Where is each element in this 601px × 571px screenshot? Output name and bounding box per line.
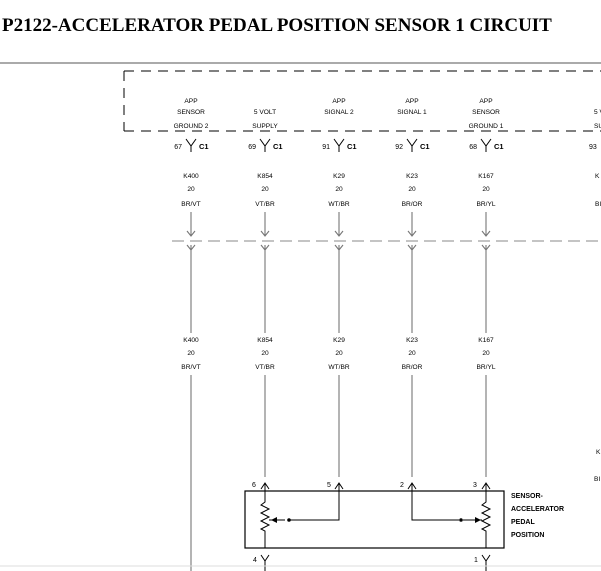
- connector-fork-icon: [185, 138, 197, 152]
- pin-label-line: SUPPLY: [252, 123, 278, 130]
- wire-gauge: 20: [408, 350, 416, 357]
- terminal-arrow-icon: [407, 482, 417, 491]
- circuit-id: K29: [333, 173, 345, 180]
- cavity-number: 4: [253, 557, 257, 564]
- connector-name: C1: [420, 142, 430, 151]
- wire-color: VT/BR: [255, 201, 275, 208]
- wire-gauge: 20: [335, 350, 343, 357]
- module-outline: [123, 70, 601, 132]
- pin-label-line: APP: [332, 98, 346, 105]
- wire-color: VT/BR: [255, 364, 275, 371]
- wire-color: BR/VT: [181, 201, 200, 208]
- connector-fork-icon: [259, 138, 271, 152]
- wire-column: APP SENSOR GROUND 2 67 C1 K400 20 BR/VT …: [174, 98, 209, 571]
- circuit-id: K167: [478, 337, 494, 344]
- connector-fork-icon: [406, 138, 418, 152]
- cutoff-label-line: SU: [594, 123, 601, 130]
- sensor-label-line: SENSOR-: [511, 493, 544, 500]
- circuit-id: K23: [406, 173, 418, 180]
- circuit-id: K400: [183, 337, 199, 344]
- cavity-number: 68: [469, 144, 477, 151]
- circuit-id: K: [595, 173, 600, 180]
- sensor-label-line: POSITION: [511, 532, 544, 539]
- pin-label-line: GROUND 2: [174, 123, 209, 130]
- circuit-id: K854: [257, 173, 273, 180]
- circuit-id: K167: [478, 173, 494, 180]
- pin-label-line: APP: [479, 98, 493, 105]
- cutoff-wire-color: BI: [594, 476, 600, 483]
- cavity-number: 5: [327, 482, 331, 489]
- connector-fork-icon: [333, 138, 345, 152]
- cutoff-label-line: 5 V: [594, 109, 601, 116]
- cavity-number: 67: [174, 144, 182, 151]
- terminal-arrow-icon: [481, 482, 491, 491]
- wire-color: BR/YL: [476, 364, 495, 371]
- cavity-number: 1: [474, 557, 478, 564]
- wire-gauge: 20: [261, 350, 269, 357]
- pin-label-line: APP: [184, 98, 198, 105]
- pin-label-line: SENSOR: [177, 109, 205, 116]
- wire-column: APP SENSOR GROUND 1 68 C1 K167 20 BR/YL …: [469, 98, 504, 477]
- wire-gauge: 20: [335, 186, 343, 193]
- circuit-id: K29: [333, 337, 345, 344]
- wire-gauge: 20: [187, 350, 195, 357]
- wire-color: BI: [595, 201, 601, 208]
- wire-column: APP SIGNAL 2 91 C1 K29 20 WT/BR K29 20 W…: [322, 98, 357, 477]
- connector-name: C1: [273, 142, 283, 151]
- sensor-label-line: PEDAL: [511, 519, 535, 526]
- cavity-number: 92: [395, 144, 403, 151]
- wire-color: WT/BR: [328, 364, 349, 371]
- wire-color: BR/YL: [476, 201, 495, 208]
- wire-color: WT/BR: [328, 201, 349, 208]
- connector-name: C1: [199, 142, 209, 151]
- pin-label-line: APP: [405, 98, 419, 105]
- pin-label-line: SIGNAL 1: [397, 109, 427, 116]
- connector-fork-icon: [260, 554, 270, 571]
- sensor-top-terminals: 6 5 2 3: [252, 482, 491, 491]
- terminal-arrow-icon: [334, 482, 344, 491]
- connector-fork-icon: [481, 554, 491, 571]
- cavity-number: 6: [252, 482, 256, 489]
- page-title: P2122-ACCELERATOR PEDAL POSITION SENSOR …: [2, 15, 552, 36]
- sensor-bottom-terminals: 4 1: [253, 554, 491, 571]
- pin-label-line: SIGNAL 2: [324, 109, 354, 116]
- pin-label-line: 5 VOLT: [254, 109, 276, 116]
- pin-label-line: SENSOR: [472, 109, 500, 116]
- wire-gauge: 20: [482, 186, 490, 193]
- wire-column: 5 VOLT SUPPLY 69 C1 K854 20 VT/BR K854 2…: [248, 109, 283, 477]
- cutoff-circuit-id: K: [596, 449, 601, 456]
- wire-gauge: 20: [187, 186, 195, 193]
- sensor-label-line: ACCELERATOR: [511, 506, 564, 513]
- potentiometer-icon: [259, 491, 340, 548]
- cavity-number: 2: [400, 482, 404, 489]
- potentiometer-icon: [411, 491, 492, 548]
- wire-column: APP SIGNAL 1 92 C1 K23 20 BR/OR K23 20 B…: [395, 98, 430, 477]
- circuit-id: K400: [183, 173, 199, 180]
- cavity-number: 3: [473, 482, 477, 489]
- pin-label-line: GROUND 1: [469, 123, 504, 130]
- terminal-arrow-icon: [260, 482, 270, 491]
- connector-fork-icon: [480, 138, 492, 152]
- wire-gauge: 20: [261, 186, 269, 193]
- wire-gauge: 20: [408, 186, 416, 193]
- wire-color: BR/VT: [181, 364, 200, 371]
- wire-gauge: 20: [482, 350, 490, 357]
- cavity-number: 91: [322, 144, 330, 151]
- cutoff-wire-column: 5 V SU 93 K BI K BI: [589, 109, 601, 483]
- cavity-number: 93: [589, 144, 597, 151]
- circuit-id: K23: [406, 337, 418, 344]
- sensor-component: SENSOR- ACCELERATOR PEDAL POSITION: [244, 490, 564, 549]
- connector-name: C1: [347, 142, 357, 151]
- connector-name: C1: [494, 142, 504, 151]
- sensor-housing: [244, 490, 505, 549]
- cavity-number: 69: [248, 144, 256, 151]
- circuit-id: K854: [257, 337, 273, 344]
- wire-color: BR/OR: [402, 364, 423, 371]
- wire-color: BR/OR: [402, 201, 423, 208]
